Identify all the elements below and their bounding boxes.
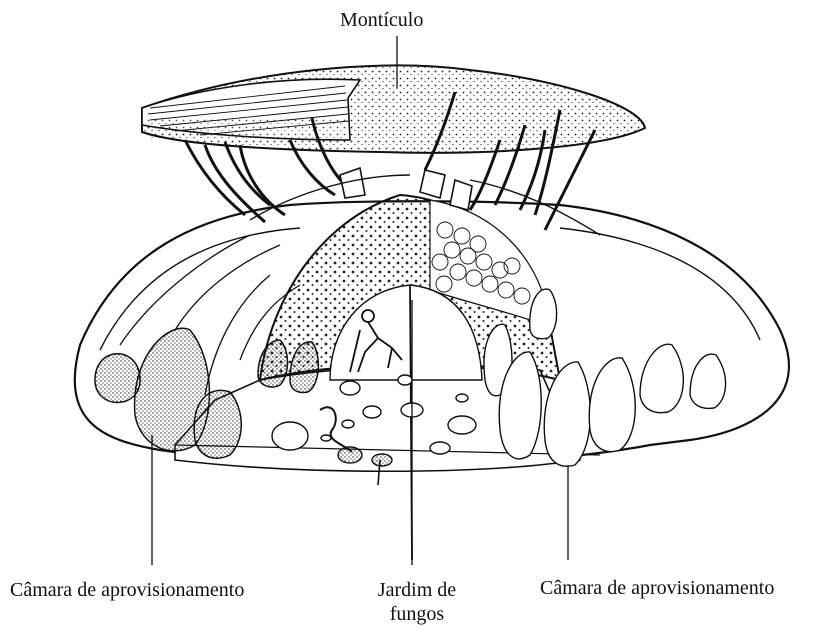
label-fungus-garden-line1: Jardim de xyxy=(362,578,472,602)
label-fungus-garden-line2: fungos xyxy=(362,602,472,626)
label-storage-chamber-right: Câmara de aprovisionamento xyxy=(540,576,774,600)
label-fungus-garden: Jardim de fungos xyxy=(362,578,472,626)
label-monticulo: Montículo xyxy=(340,8,423,32)
label-storage-chamber-left: Câmara de aprovisionamento xyxy=(10,578,244,602)
